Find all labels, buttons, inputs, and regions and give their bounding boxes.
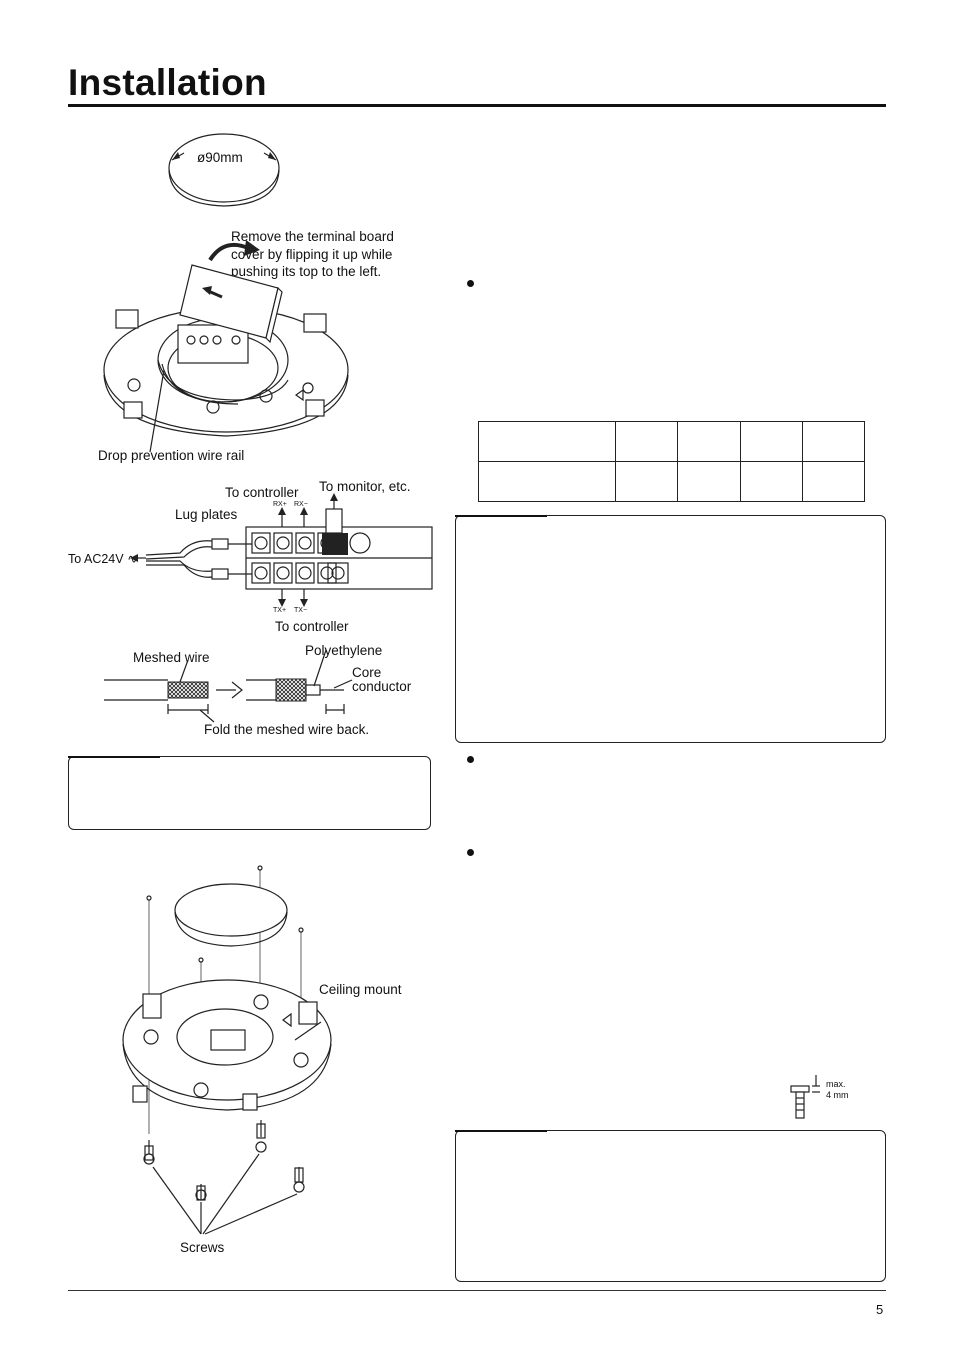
screw-max-label: max. xyxy=(826,1079,846,1089)
meshed-wire-label: Meshed wire xyxy=(133,650,210,665)
note-box-left-tab xyxy=(68,756,160,758)
title-rule xyxy=(68,104,886,107)
to-controller-top-label: To controller xyxy=(225,485,299,500)
spec-cell xyxy=(478,461,616,502)
cable-preparation-diagram xyxy=(104,649,353,723)
spec-cell xyxy=(739,421,803,462)
note-box-right-2 xyxy=(455,1130,886,1282)
polyethylene-label: Polyethylene xyxy=(305,643,383,658)
spec-cell xyxy=(614,461,679,502)
spec-cell xyxy=(739,461,803,502)
rail-label: Drop prevention wire rail xyxy=(98,448,245,463)
spec-cell xyxy=(614,421,679,462)
remove-cover-line-3: pushing its top to the left. xyxy=(231,264,382,279)
terminal-wiring-diagram xyxy=(130,493,433,607)
page-title: Installation xyxy=(68,62,267,103)
spec-table xyxy=(478,421,866,502)
bullet-2 xyxy=(467,756,474,763)
spec-cell xyxy=(677,461,741,502)
cover-disc-illustration xyxy=(168,133,280,207)
spec-cell xyxy=(801,461,866,502)
to-monitor-label: To monitor, etc. xyxy=(319,479,411,494)
footer-rule xyxy=(68,1290,886,1291)
conductor-label: conductor xyxy=(352,679,412,694)
spec-cell xyxy=(677,421,741,462)
bullet-1 xyxy=(467,280,474,287)
note-box-left xyxy=(68,756,431,830)
note-box-right-2-tab xyxy=(455,1130,547,1132)
remove-cover-line-1: Remove the terminal board xyxy=(231,229,394,244)
note-box-right-1-tab xyxy=(455,515,547,517)
to-ac24v-label: To AC24V ∿ xyxy=(68,552,138,566)
screws-label: Screws xyxy=(180,1240,225,1255)
screw-size-label: 4 mm xyxy=(826,1090,849,1100)
rx-plus-label: RX+ xyxy=(273,501,287,508)
note-box-right-1 xyxy=(455,515,886,743)
ceiling-mount-label: Ceiling mount xyxy=(319,982,402,997)
diameter-label: ø90mm xyxy=(197,150,243,165)
spec-cell xyxy=(801,421,866,462)
page-number: 5 xyxy=(876,1302,884,1317)
tx-minus-label: TX− xyxy=(294,607,308,614)
spec-cell xyxy=(478,421,616,462)
bullet-3 xyxy=(467,849,474,856)
rx-minus-label: RX− xyxy=(294,501,308,508)
screw-spec-icon xyxy=(790,1075,820,1119)
tx-plus-label: TX+ xyxy=(273,607,287,614)
remove-cover-line-2: cover by flipping it up while xyxy=(231,247,393,262)
lug-plates-label: Lug plates xyxy=(175,507,238,522)
to-controller-bottom-label: To controller xyxy=(275,619,349,634)
ceiling-mount-illustration xyxy=(122,865,332,1235)
fold-back-label: Fold the meshed wire back. xyxy=(204,722,370,737)
core-label: Core xyxy=(352,665,382,680)
camera-base-illustration xyxy=(103,240,349,453)
